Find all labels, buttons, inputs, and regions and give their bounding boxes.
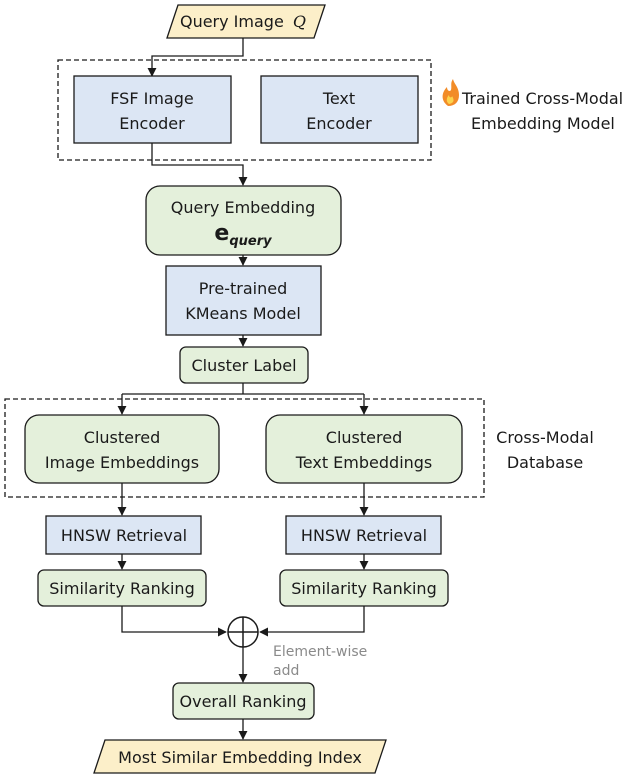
hnsw-retrieval-left-label: HNSW Retrieval (61, 526, 187, 545)
similarity-ranking-left-node: Similarity Ranking (37, 569, 207, 607)
element-wise-add-caption: Element-wise add (273, 644, 367, 679)
query-image-symbol: Q (293, 12, 306, 31)
edge-query-to-encoder (147, 38, 244, 77)
fire-icon (442, 79, 459, 106)
edge-ranking-right-to-add (259, 606, 365, 637)
image-encoder-node: FSF Image Encoder (73, 75, 232, 144)
query-image-label: Query Image (180, 12, 284, 31)
edge-encoder-to-embedding (151, 143, 248, 186)
edge-ranking-left-to-add (121, 606, 227, 637)
add-caption-line2: add (273, 663, 299, 679)
image-encoder-line2: Encoder (119, 114, 185, 133)
model-caption-line1: Trained Cross-Modal (461, 89, 623, 108)
overall-ranking-node: Overall Ranking (172, 682, 315, 720)
embedding-symbol-base: e (214, 221, 229, 246)
kmeans-node: Pre-trained KMeans Model (165, 265, 322, 336)
add-caption-line1: Element-wise (273, 644, 367, 660)
kmeans-line1: Pre-trained (199, 279, 287, 298)
text-emb-line2: Text Embeddings (295, 453, 433, 472)
query-embedding-node: Query Embedding equery (145, 185, 342, 256)
embedding-symbol-subscript: query (229, 234, 272, 249)
model-caption: Trained Cross-Modal Embedding Model (442, 79, 623, 133)
hnsw-retrieval-left-node: HNSW Retrieval (45, 515, 202, 555)
clustered-image-embeddings-node: Clustered Image Embeddings (24, 414, 220, 484)
text-encoder-node: Text Encoder (260, 75, 419, 144)
database-group-border (4, 398, 485, 498)
svg-text:Query Image Q: Query Image Q (180, 12, 306, 31)
query-image-node: Query Image Q (166, 4, 326, 39)
hnsw-retrieval-right-label: HNSW Retrieval (301, 526, 427, 545)
clustered-text-embeddings-node: Clustered Text Embeddings (265, 414, 463, 484)
similarity-ranking-right-node: Similarity Ranking (279, 569, 449, 607)
similarity-ranking-right-label: Similarity Ranking (291, 579, 436, 598)
database-caption: Cross-Modal Database (496, 428, 594, 472)
query-embedding-label: Query Embedding (171, 198, 315, 217)
text-encoder-line2: Encoder (306, 114, 372, 133)
cluster-label-node: Cluster Label (179, 346, 309, 384)
image-encoder-line1: FSF Image (110, 89, 193, 108)
database-caption-line2: Database (507, 453, 583, 472)
image-emb-line2: Image Embeddings (45, 453, 199, 472)
similarity-ranking-left-label: Similarity Ranking (49, 579, 194, 598)
element-wise-add-icon (227, 616, 259, 648)
text-emb-line1: Clustered (326, 428, 402, 447)
output-label: Most Similar Embedding Index (118, 748, 362, 767)
kmeans-line2: KMeans Model (185, 304, 301, 323)
database-caption-line1: Cross-Modal (496, 428, 594, 447)
model-group-border (57, 59, 432, 161)
output-node: Most Similar Embedding Index (93, 739, 387, 774)
image-emb-line1: Clustered (84, 428, 160, 447)
model-caption-line2: Embedding Model (471, 114, 615, 133)
edge-cluster-split (122, 383, 364, 395)
svg-text:equery: equery (214, 221, 272, 249)
cluster-label-text: Cluster Label (191, 356, 296, 375)
text-encoder-line1: Text (322, 89, 355, 108)
overall-ranking-label: Overall Ranking (180, 692, 307, 711)
hnsw-retrieval-right-node: HNSW Retrieval (285, 515, 442, 555)
